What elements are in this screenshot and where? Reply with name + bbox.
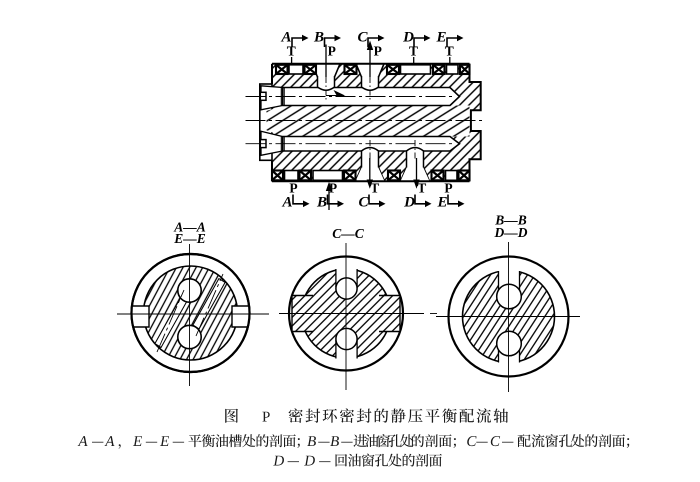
svg-text:C: C [358, 195, 369, 211]
svg-text:D: D [403, 195, 415, 211]
svg-text:P: P [328, 44, 336, 59]
svg-text:A: A [280, 30, 291, 46]
svg-text:A: A [281, 195, 292, 211]
svg-text:T: T [409, 44, 418, 59]
svg-text:P: P [444, 181, 452, 196]
svg-text:C—C: C—C [332, 226, 365, 241]
svg-text:P: P [374, 44, 382, 59]
svg-text:A—A: A—A [173, 220, 206, 235]
svg-text:T: T [287, 44, 296, 59]
svg-text:T: T [445, 44, 454, 59]
svg-text:T: T [417, 181, 426, 196]
svg-text:E—E: E—E [173, 231, 206, 246]
svg-text:D: D [402, 30, 414, 46]
svg-text:B—B: B—B [494, 213, 527, 228]
svg-text:B: B [316, 195, 327, 211]
svg-text:B: B [313, 30, 324, 46]
svg-text:P: P [329, 181, 337, 196]
svg-text:C: C [357, 30, 368, 46]
svg-text:D—D: D—D [494, 225, 528, 240]
svg-text:E: E [436, 195, 447, 211]
svg-text:P: P [289, 181, 297, 196]
svg-text:E: E [435, 30, 446, 46]
svg-text:T: T [370, 181, 379, 196]
